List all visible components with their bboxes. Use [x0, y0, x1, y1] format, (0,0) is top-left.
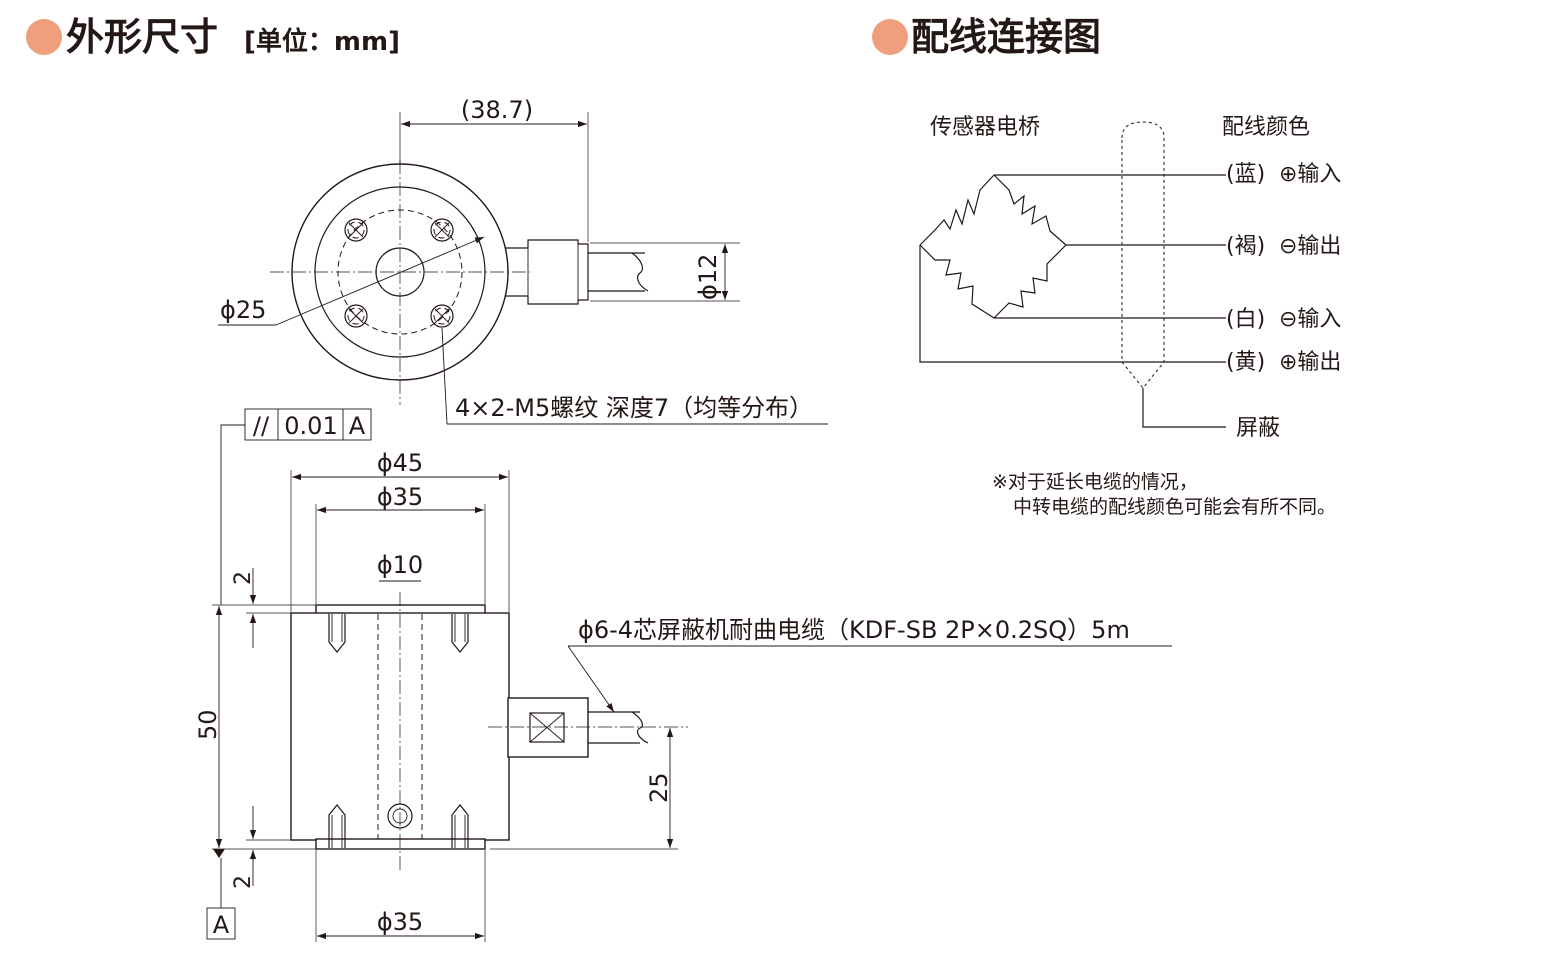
threaded-holes-bottom — [328, 804, 469, 848]
threaded-holes-top — [328, 614, 469, 653]
top-face-diameter-dimension: ϕ35 — [377, 483, 423, 511]
outer-diameter-dimension: ϕ45 — [377, 449, 423, 477]
wire-color-header: 配线颜色 — [1222, 115, 1310, 140]
wire-color-4: (黄) — [1226, 350, 1265, 375]
datum-label: A — [213, 911, 230, 939]
top-view: (38.7) — [218, 96, 828, 425]
cable-gland-side — [488, 697, 688, 758]
tolerance-value: 0.01 — [284, 412, 337, 440]
header-right: 配线连接图 — [872, 15, 1101, 59]
bore-diameter-dimension: ϕ10 — [377, 551, 423, 579]
bolt-holes — [344, 218, 454, 328]
wire-signal-2: ⊖输出 — [1279, 234, 1341, 259]
wire-signal-1: ⊕输入 — [1279, 162, 1341, 187]
outline-dimensions-title: 外形尺寸 — [66, 15, 218, 59]
cable-shield — [1121, 121, 1165, 389]
cable-height-dimension: 25 — [645, 772, 673, 803]
strain-gauge-bridge — [919, 174, 1067, 319]
wire-color-2: (褐) — [1226, 234, 1265, 259]
side-view: // 0.01 A ϕ45 ϕ35 ϕ10 — [194, 408, 1172, 942]
wire-color-1: (蓝) — [1226, 162, 1265, 187]
width-dimension: (38.7) — [461, 96, 533, 124]
header-right-bullet — [872, 19, 908, 55]
header-left-bullet — [26, 19, 62, 55]
height-dimension: 50 — [194, 709, 222, 740]
cable-diameter-dimension: ϕ12 — [694, 254, 722, 300]
wiring-note-line-1: ※对于延长电缆的情况， — [992, 471, 1198, 493]
datum-a: A — [206, 849, 236, 940]
parallelism-symbol: // — [253, 412, 270, 440]
parallelism-tolerance-frame: // 0.01 A — [220, 408, 372, 605]
cable-gland-top — [505, 239, 649, 305]
shield-label: 屏蔽 — [1236, 416, 1280, 441]
top-step-dimension: 2 — [231, 571, 256, 585]
cable-spec-note: ϕ6-4芯屏蔽机耐曲电缆（KDF-SB 2P×0.2SQ）5m — [578, 616, 1130, 644]
wire-signal-3: ⊖输入 — [1279, 307, 1341, 332]
unit-label: [单位：mm] — [244, 26, 400, 57]
bottom-step-dimension: 2 — [231, 875, 256, 889]
pcd-diameter-dimension: ϕ25 — [220, 296, 266, 324]
wire-signal-4: ⊕输出 — [1279, 350, 1341, 375]
wiring-diagram-title: 配线连接图 — [911, 15, 1101, 59]
wire-color-3: (白) — [1226, 307, 1265, 332]
wiring-diagram: 传感器电桥 配线颜色 (蓝) ⊕输入 (褐) ⊖输出 (白) ⊖输入 (黄) ⊕… — [919, 115, 1341, 518]
wiring-note-line-2: 中转电缆的配线颜色可能会有所不同。 — [1013, 496, 1336, 518]
sensor-bridge-label: 传感器电桥 — [930, 115, 1040, 140]
tolerance-datum: A — [349, 412, 366, 440]
header-left: 外形尺寸 [单位：mm] — [26, 15, 400, 59]
holes-note: 4×2-M5螺纹 深度7（均等分布） — [455, 394, 813, 422]
bottom-face-diameter-dimension: ϕ35 — [377, 908, 423, 936]
